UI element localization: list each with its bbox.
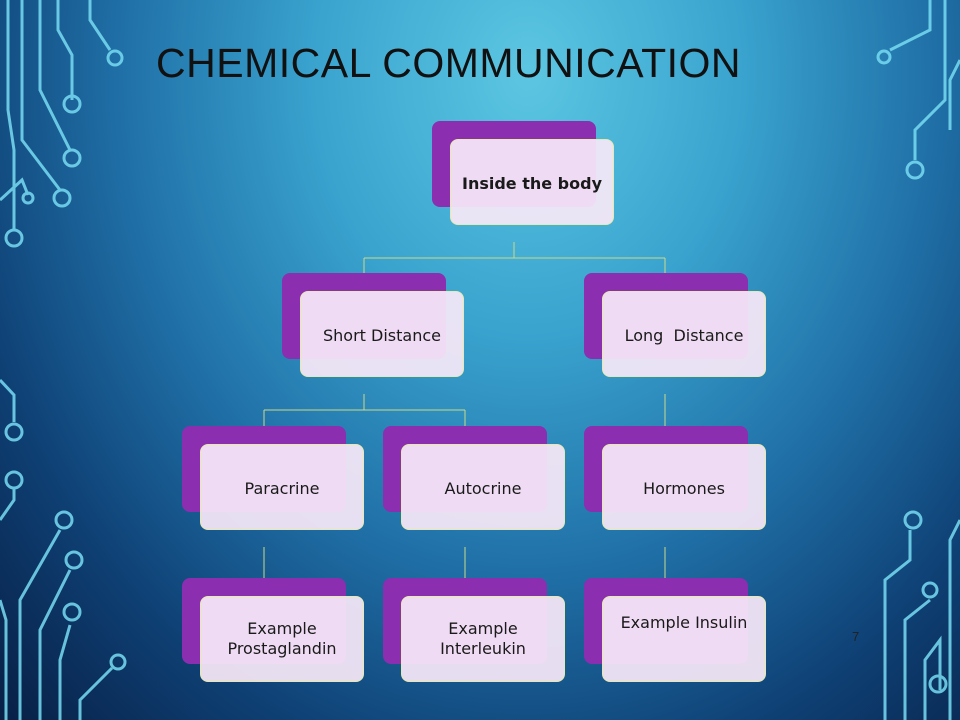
node-example-prostaglandin: Example Prostaglandin [182,578,364,682]
node-example-insulin: Example Insulin [584,578,766,682]
node-example-interleukin: Example Interleukin [383,578,565,682]
node-box: Example Prostaglandin [200,596,364,682]
node-label: Hormones [643,479,725,498]
node-label: Autocrine [444,479,522,498]
node-box: Hormones [602,444,766,530]
node-long-distance: Long Distance [584,273,766,377]
node-box: Example Interleukin [401,596,565,682]
node-label: Example Insulin [620,613,748,632]
node-box: Long Distance [602,291,766,377]
node-box: Paracrine [200,444,364,530]
node-inside-the-body: Inside the body [432,121,614,225]
node-label: Example Interleukin [440,619,526,658]
node-box: Example Insulin [602,596,766,682]
page-number: 7 [852,629,860,644]
node-label: Inside the body [461,174,602,193]
node-paracrine: Paracrine [182,426,364,530]
node-hormones: Hormones [584,426,766,530]
node-box: Autocrine [401,444,565,530]
node-box: Short Distance [300,291,464,377]
node-label: Example Prostaglandin [227,619,337,658]
node-box: Inside the body [450,139,614,225]
node-autocrine: Autocrine [383,426,565,530]
slide-title: CHEMICAL COMMUNICATION [156,40,741,86]
node-short-distance: Short Distance [282,273,464,377]
node-label: Short Distance [323,326,441,345]
node-label: Paracrine [244,479,320,498]
node-label: Long Distance [624,326,744,345]
